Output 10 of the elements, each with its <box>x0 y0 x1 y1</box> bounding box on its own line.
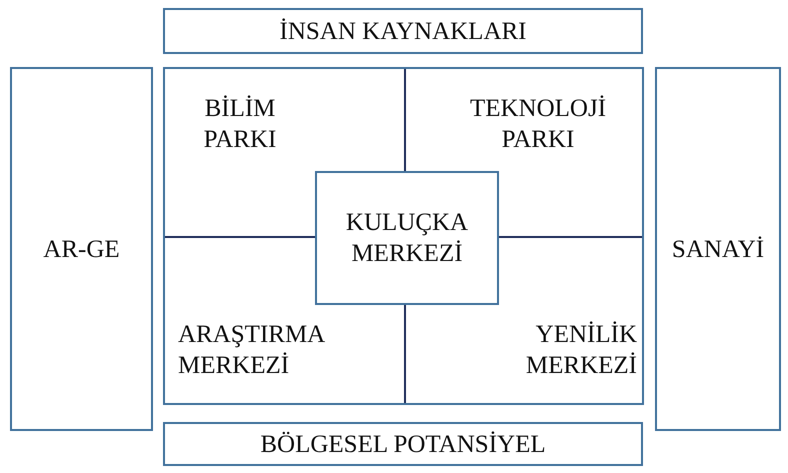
center-box: KULUÇKA MERKEZİ <box>315 171 499 305</box>
label-box: İNSAN KAYNAKLARI <box>163 8 643 54</box>
quadrant-label: YENİLİK MERKEZİ <box>465 319 637 383</box>
quadrant-label: ARAŞTIRMA MERKEZİ <box>178 319 358 383</box>
label-box: SANAYİ <box>655 67 781 431</box>
quadrant-frame <box>163 67 644 405</box>
label-box: AR-GE <box>10 67 153 431</box>
quadrant-label: TEKNOLOJİ PARKI <box>445 93 631 157</box>
label-box: BÖLGESEL POTANSİYEL <box>163 422 643 466</box>
quadrant-label: BİLİM PARKI <box>185 93 295 157</box>
